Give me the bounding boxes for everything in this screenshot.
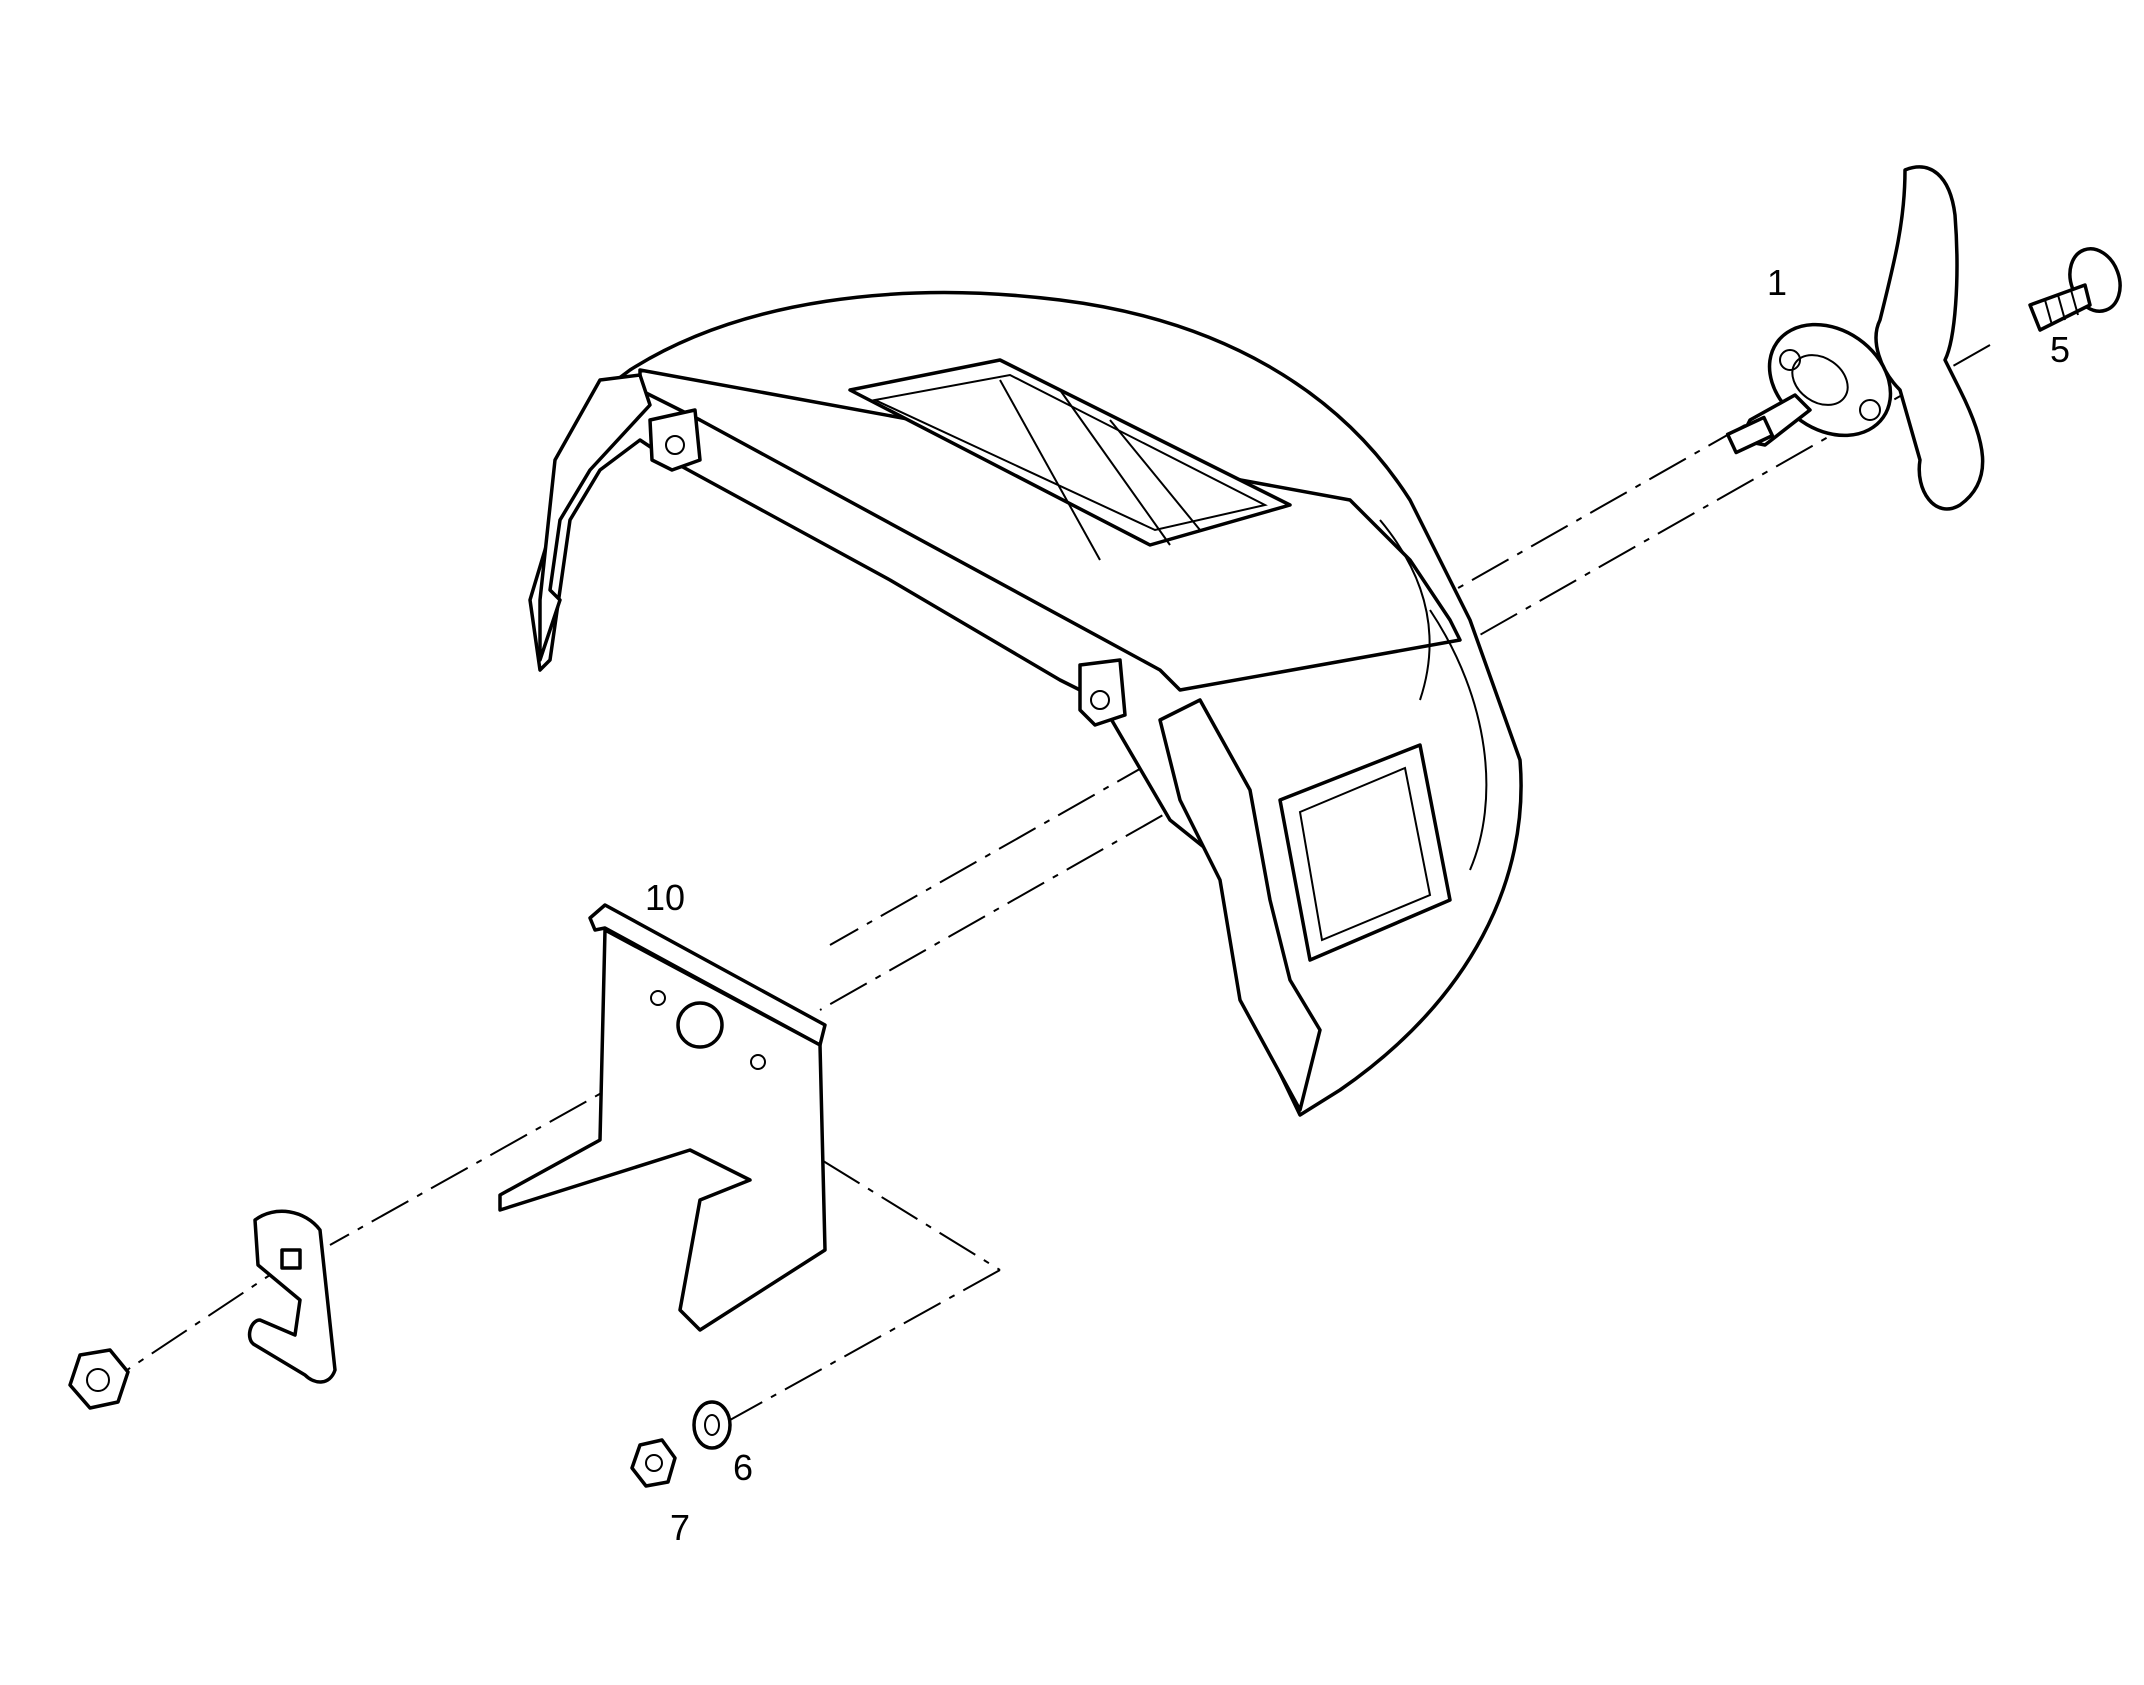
screw (2028, 247, 2122, 332)
t-handle-latch (1725, 165, 1985, 511)
nut-left (68, 1348, 130, 1410)
callout-6: 6 (733, 1447, 754, 1488)
washer (692, 1400, 732, 1450)
callout-5: 5 (2050, 329, 2071, 370)
callout-7: 7 (670, 1507, 691, 1548)
callout-10: 10 (645, 877, 686, 918)
latch-hook (247, 1209, 337, 1384)
nut-small (630, 1438, 677, 1488)
housing-cover (528, 290, 1523, 1117)
mounting-bracket (498, 903, 827, 1332)
callout-1: 1 (1767, 262, 1788, 303)
